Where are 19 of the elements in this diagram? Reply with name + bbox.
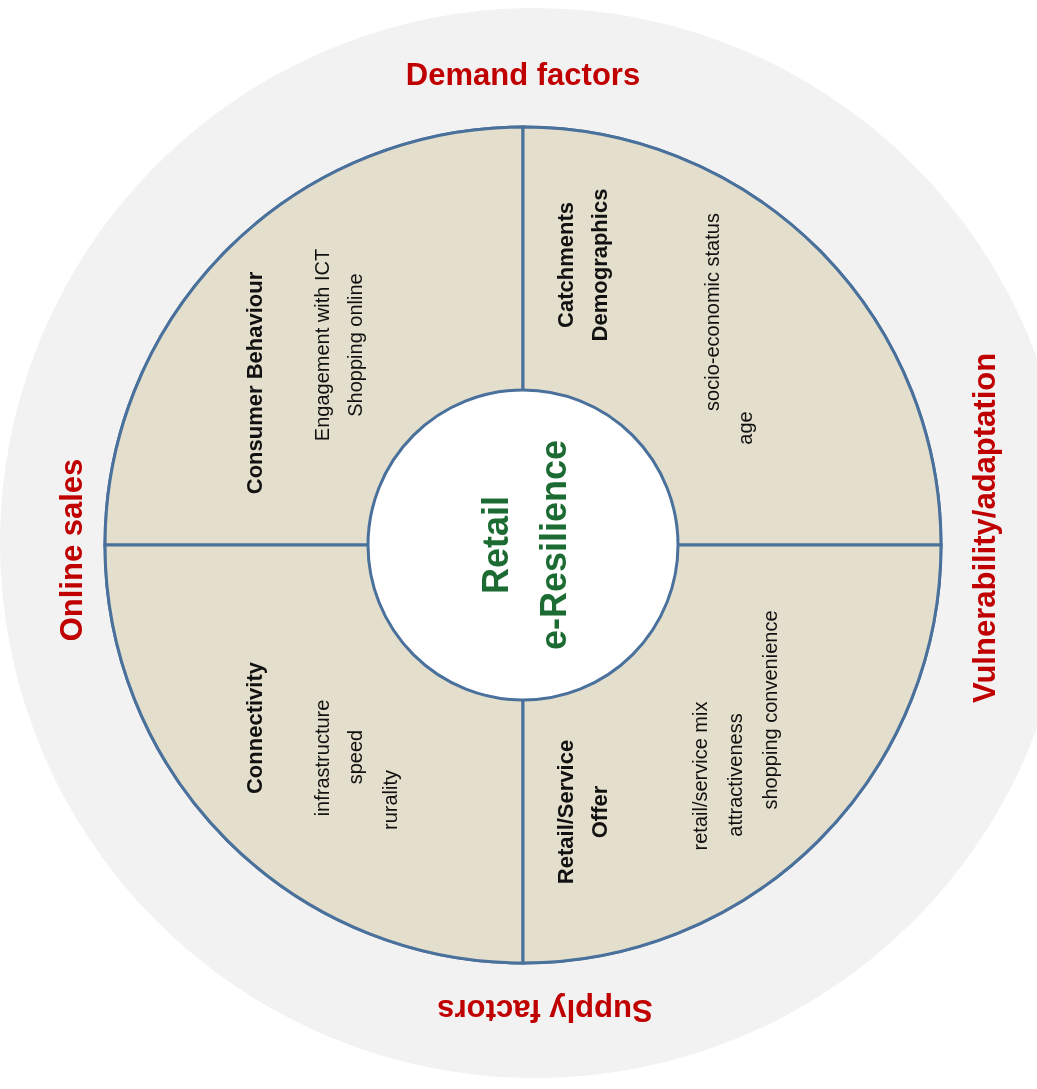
factor-text: retail/service mix xyxy=(688,701,712,851)
factor-text: speed xyxy=(343,729,367,785)
factor-text: socio-economic status xyxy=(700,213,724,411)
factor-text: rurality xyxy=(378,770,402,830)
factor-text: Engagement with ICT xyxy=(310,248,334,442)
quadrant-heading: Connectivity xyxy=(240,662,268,794)
quadrant-heading: Consumer Behaviour xyxy=(240,271,268,495)
center-title: Retail e-Resilience xyxy=(474,438,575,653)
ring-label: Online sales xyxy=(53,458,91,642)
factor-text: attractiveness xyxy=(723,713,747,837)
ring-label: Vulnerability/adaptation xyxy=(966,352,1004,704)
factor-text: Shopping online xyxy=(343,273,367,417)
quadrant-heading: Retail/Service Offer xyxy=(551,738,613,887)
factor-text: shopping convenience xyxy=(758,610,782,810)
ring-label: Supply factors xyxy=(437,991,653,1029)
factor-text: age xyxy=(733,411,757,445)
factor-text: infrastructure xyxy=(310,699,334,817)
quadrant-heading: Catchments Demographics xyxy=(551,187,613,344)
ring-label: Demand factors xyxy=(405,56,641,94)
